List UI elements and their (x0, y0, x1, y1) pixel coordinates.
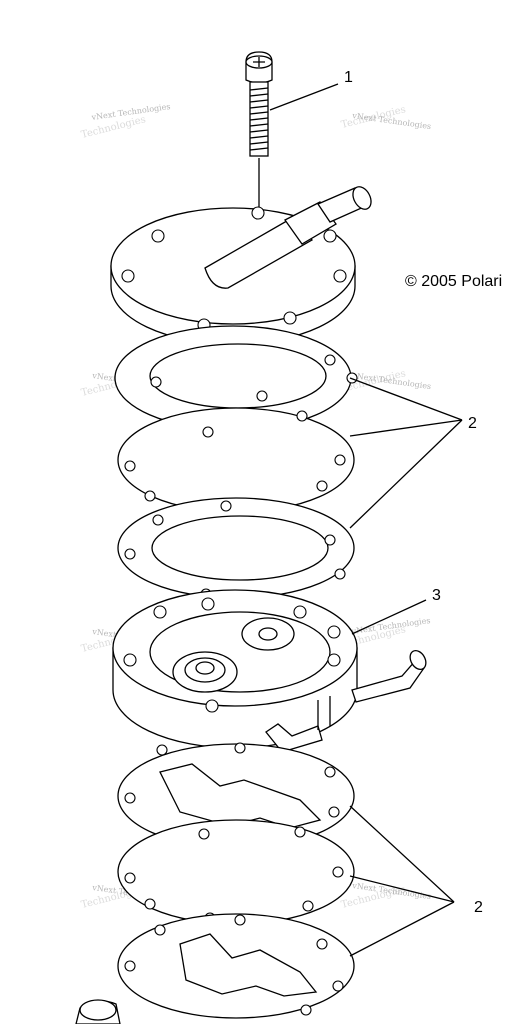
gasket-disc (117, 407, 355, 514)
leader-line-3 (351, 599, 427, 635)
screw-part (245, 51, 273, 208)
leader-lines-2-lower (349, 805, 455, 957)
gasket-disc-lower (117, 819, 355, 925)
top-cover (110, 186, 372, 345)
callout-1: 1 (344, 69, 353, 86)
callout-2-lower: 2 (474, 899, 483, 916)
diaphragm-gasket-1 (117, 742, 355, 849)
diaphragm-gasket-2 (117, 913, 355, 1019)
bottom-fitting (75, 999, 121, 1024)
callout-3: 3 (432, 587, 441, 604)
callout-2-upper: 2 (468, 415, 477, 432)
copyright-text: © 2005 Polari (405, 273, 502, 290)
leader-lines-2-upper (349, 377, 463, 529)
watermark-left-1: vNext Technologies Technologies (80, 102, 171, 141)
gasket-ring-2 (117, 497, 355, 600)
watermark-right-1: vNext Technologies Technologies (340, 104, 432, 131)
leader-line-1 (269, 83, 339, 111)
gasket-ring-1 (114, 325, 358, 431)
pump-body (112, 589, 427, 753)
